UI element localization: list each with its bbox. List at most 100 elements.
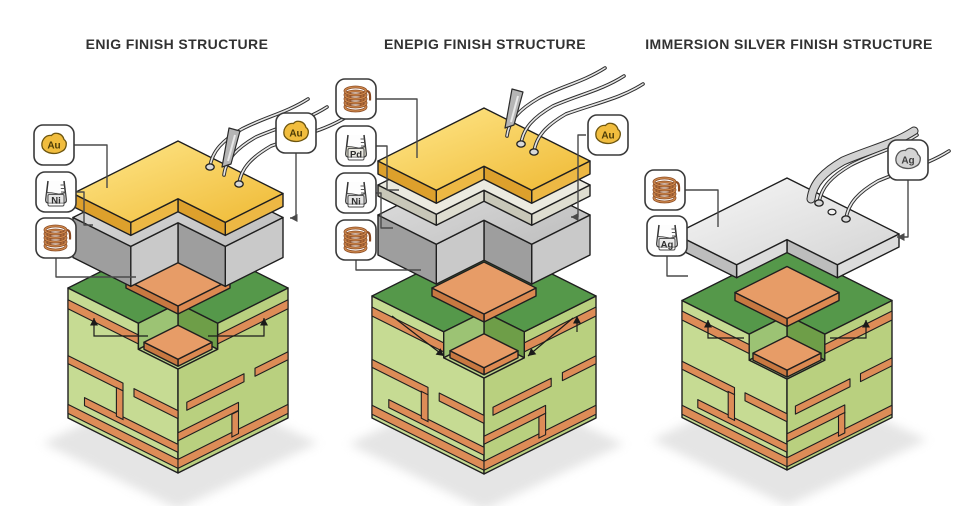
badge-copper-coil — [335, 219, 377, 261]
direction-arrow — [830, 320, 870, 339]
beaker-label: Ag — [661, 239, 674, 250]
copper-coil-icon — [343, 226, 372, 254]
copper-trace — [83, 397, 179, 453]
inner-copper-pad-top — [143, 324, 213, 360]
silver-bath-beaker-icon: Ag — [656, 224, 678, 251]
leader-line-path — [76, 191, 93, 226]
beaker-graduations — [360, 138, 365, 147]
beaker-liquid — [345, 145, 367, 158]
coil-loop-highlight — [344, 86, 367, 96]
copper-pad — [734, 265, 840, 328]
beaker-label: Ni — [51, 195, 61, 206]
nugget-label: Au — [47, 141, 60, 152]
beaker-liquid — [345, 192, 367, 205]
copper-pad-top — [431, 261, 537, 315]
coil-loop-highlight — [44, 229, 67, 239]
wire-ball — [814, 199, 824, 207]
leader-line — [355, 260, 421, 271]
leader-line-path — [376, 98, 418, 158]
badge-Au: Au — [275, 112, 317, 154]
loose-ball — [827, 208, 837, 216]
copper-trace — [561, 355, 597, 382]
gold-nugget-icon: Au — [41, 132, 67, 155]
beaker-label: Pd — [350, 149, 362, 160]
inner-copper-pad-top — [752, 335, 822, 371]
pcb-body — [652, 247, 927, 506]
coil-loop-highlight — [44, 225, 67, 235]
copper-trace — [254, 351, 289, 377]
inner-copper-pad — [752, 335, 822, 378]
leader-line-path — [897, 180, 909, 238]
nugget-label: Au — [289, 129, 302, 140]
copper-trace — [744, 392, 788, 423]
copper-trace — [186, 373, 245, 411]
copper-trace — [388, 399, 485, 456]
beaker-label-box — [347, 147, 365, 161]
arrow-head — [704, 320, 712, 328]
leader-line-path — [74, 144, 108, 188]
wire-ball — [529, 148, 539, 156]
beaker-graduations — [60, 184, 65, 193]
coil-loop-highlight — [344, 231, 367, 241]
nugget-label: Au — [601, 131, 614, 142]
diagram-title-immersion-silver: IMMERSION SILVER FINISH STRUCTURE — [645, 36, 933, 52]
copper-trace — [794, 378, 851, 415]
coil-loop-highlight — [344, 90, 367, 100]
copper-trace-jog — [837, 411, 846, 437]
coil-loop-highlight — [653, 181, 676, 191]
badge-Pd: Pd — [335, 125, 377, 167]
arrow-head — [862, 320, 870, 328]
leader-line-path — [685, 189, 719, 227]
bond-wire-highlight — [520, 75, 625, 145]
copper-trace-jog — [115, 386, 124, 421]
copper-trace — [438, 392, 485, 424]
gold-nugget-icon: Au — [283, 120, 309, 143]
bond-wire-highlight — [209, 98, 309, 168]
gold-layer-top — [377, 107, 591, 191]
gold-nugget-icon — [595, 122, 621, 145]
leader-line — [376, 145, 399, 191]
coil-loop-highlight — [344, 227, 367, 237]
beaker-label-box — [347, 194, 365, 208]
bond-wires — [205, 97, 350, 188]
copper-coil-icon — [43, 224, 72, 252]
silver-nugget-icon: Ag — [895, 147, 921, 170]
leader-line-path — [55, 258, 136, 278]
diagram-title-enepig: ENEPIG FINISH STRUCTURE — [383, 36, 587, 52]
copper-trace-jog — [538, 412, 547, 439]
copper-trace-jog — [420, 390, 429, 423]
palladium-bath-beaker-icon: Pd — [345, 134, 367, 161]
silver-nugget-icon — [895, 147, 921, 170]
copper-coil-icon — [652, 176, 681, 204]
arrow-head — [897, 233, 905, 241]
leader-line-path — [290, 153, 297, 219]
bond-wire-highlight — [845, 150, 950, 220]
beaker-liquid — [656, 235, 678, 248]
bonding-tool-sheen — [227, 134, 236, 162]
beaker-label: Ni — [351, 196, 361, 207]
leader-line — [76, 191, 93, 226]
copper-coil-icon — [343, 85, 372, 113]
badge-Au: Au — [33, 124, 75, 166]
inner-copper-pad — [143, 324, 213, 367]
beaker-label-box — [658, 237, 676, 251]
leader-line — [290, 153, 298, 222]
leader-line-path — [666, 256, 688, 277]
gold-nugget-icon — [41, 132, 67, 155]
leader-line — [685, 189, 719, 227]
leader-line — [897, 180, 909, 241]
badge-Ag: Ag — [646, 215, 688, 257]
copper-trace — [697, 399, 788, 453]
copper-trace-jog — [231, 410, 240, 438]
leader-line — [55, 258, 136, 278]
arrow-head — [290, 214, 298, 222]
leader-line — [376, 98, 418, 158]
badge-Ni: Ni — [335, 172, 377, 214]
beaker-label-box — [47, 193, 65, 207]
bond-wire-highlight — [533, 83, 644, 153]
arrow-head — [90, 318, 98, 326]
nickel-bath-beaker-icon: Ni — [45, 180, 67, 207]
direction-arrow-path — [527, 317, 574, 357]
